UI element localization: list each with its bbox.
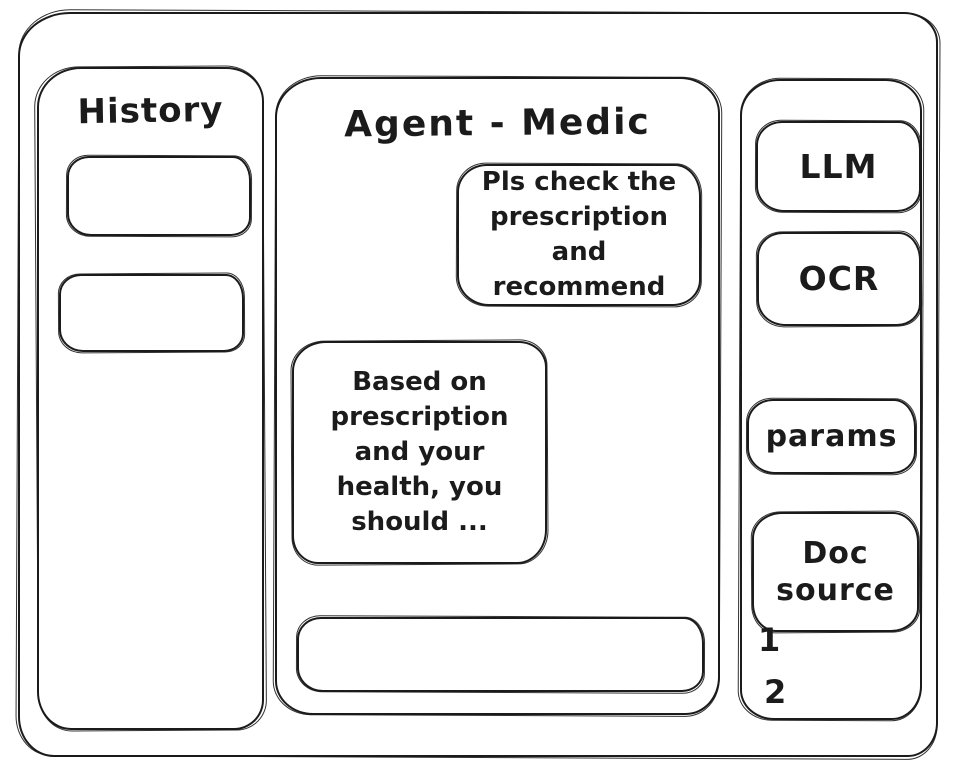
agent-message-bubble: Based on prescription and your health, y…	[292, 341, 547, 564]
footnote-1: 1	[758, 621, 781, 659]
ocr-button[interactable]: OCR	[757, 232, 921, 326]
agent-message-text: Based on prescription and your health, y…	[330, 366, 509, 538]
chat-input-box	[297, 617, 704, 692]
params-button[interactable]: params	[747, 399, 916, 474]
history-title: History	[77, 89, 224, 133]
chat-title: Agent - Medic	[344, 101, 651, 146]
chat-input[interactable]	[299, 619, 702, 690]
footnote-2: 2	[764, 673, 787, 711]
app-window: History Agent - Medic Pls check the pres…	[18, 12, 938, 757]
chat-panel: Agent - Medic Pls check the prescription…	[275, 77, 720, 715]
doc-source-button[interactable]: Doc source	[752, 512, 919, 632]
user-message-bubble: Pls check the prescription and recommend	[457, 164, 701, 306]
history-item-2[interactable]	[59, 274, 244, 352]
history-sidebar: History	[37, 67, 264, 730]
llm-button[interactable]: LLM	[756, 121, 921, 212]
tools-sidebar: LLM OCR params Doc source 1 2	[740, 79, 922, 720]
history-item-1[interactable]	[67, 156, 251, 236]
user-message-text: Pls check the prescription and recommend	[481, 166, 677, 303]
